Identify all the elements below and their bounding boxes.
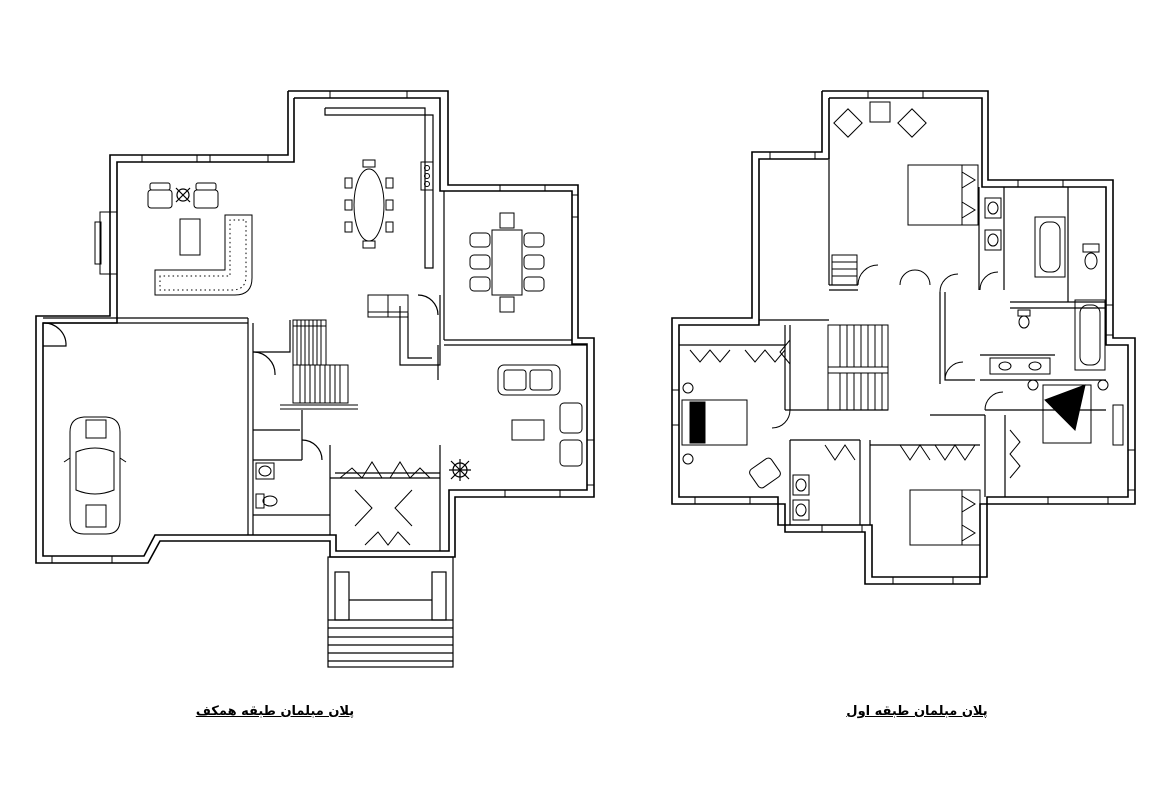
first-floor-title: پلان مبلمان طبقه اول bbox=[846, 704, 988, 719]
dining-table-icon bbox=[344, 159, 394, 249]
closet-doors bbox=[689, 339, 791, 365]
door-swings bbox=[771, 264, 1004, 429]
plant-icon bbox=[175, 187, 191, 203]
desk-chair-icon bbox=[749, 457, 781, 489]
sink-icon bbox=[1028, 361, 1042, 371]
sink-icon bbox=[792, 474, 810, 521]
door-swing bbox=[301, 439, 323, 461]
first-interior-walls bbox=[679, 160, 1106, 525]
stairs-icon bbox=[280, 319, 358, 410]
vanity-icon bbox=[989, 357, 1051, 375]
sink-icon bbox=[255, 462, 275, 480]
bed-icon bbox=[1027, 379, 1109, 444]
sink-icon bbox=[998, 361, 1012, 371]
ground-floor-plan bbox=[35, 90, 595, 668]
bed-icon bbox=[681, 382, 748, 465]
plant-icon bbox=[449, 459, 471, 481]
bathtub-icon bbox=[1034, 216, 1106, 371]
bed-icon bbox=[907, 164, 979, 226]
door-swing bbox=[417, 294, 439, 316]
entrance-steps bbox=[327, 556, 454, 668]
armchair-icon bbox=[833, 101, 927, 138]
toilet-icon bbox=[1017, 243, 1100, 329]
bed-icon bbox=[909, 489, 981, 546]
ground-interior-walls bbox=[43, 107, 587, 551]
ground-floor-title: پلان مبلمان طبقه همکف bbox=[195, 704, 355, 719]
car-icon bbox=[63, 416, 127, 535]
garage-door-swing bbox=[42, 322, 67, 347]
cabinet-icon bbox=[367, 294, 409, 318]
dining-table-icon bbox=[469, 212, 545, 313]
sink-icon bbox=[984, 197, 1002, 251]
door-swing bbox=[252, 351, 276, 376]
closet-doors bbox=[339, 461, 431, 546]
sofa-icon bbox=[154, 214, 253, 296]
sofa-icon bbox=[497, 364, 583, 467]
stove-icon bbox=[420, 161, 434, 191]
toilet-icon bbox=[255, 493, 278, 509]
closet-doors bbox=[824, 444, 976, 461]
closet-doors bbox=[1009, 404, 1124, 479]
first-windows bbox=[671, 90, 1136, 585]
first-floor-outer-wall bbox=[671, 90, 1136, 585]
stairs-icon bbox=[827, 254, 889, 411]
first-floor-plan bbox=[671, 90, 1136, 585]
armchair-icon bbox=[147, 182, 219, 209]
ground-windows bbox=[51, 90, 595, 564]
